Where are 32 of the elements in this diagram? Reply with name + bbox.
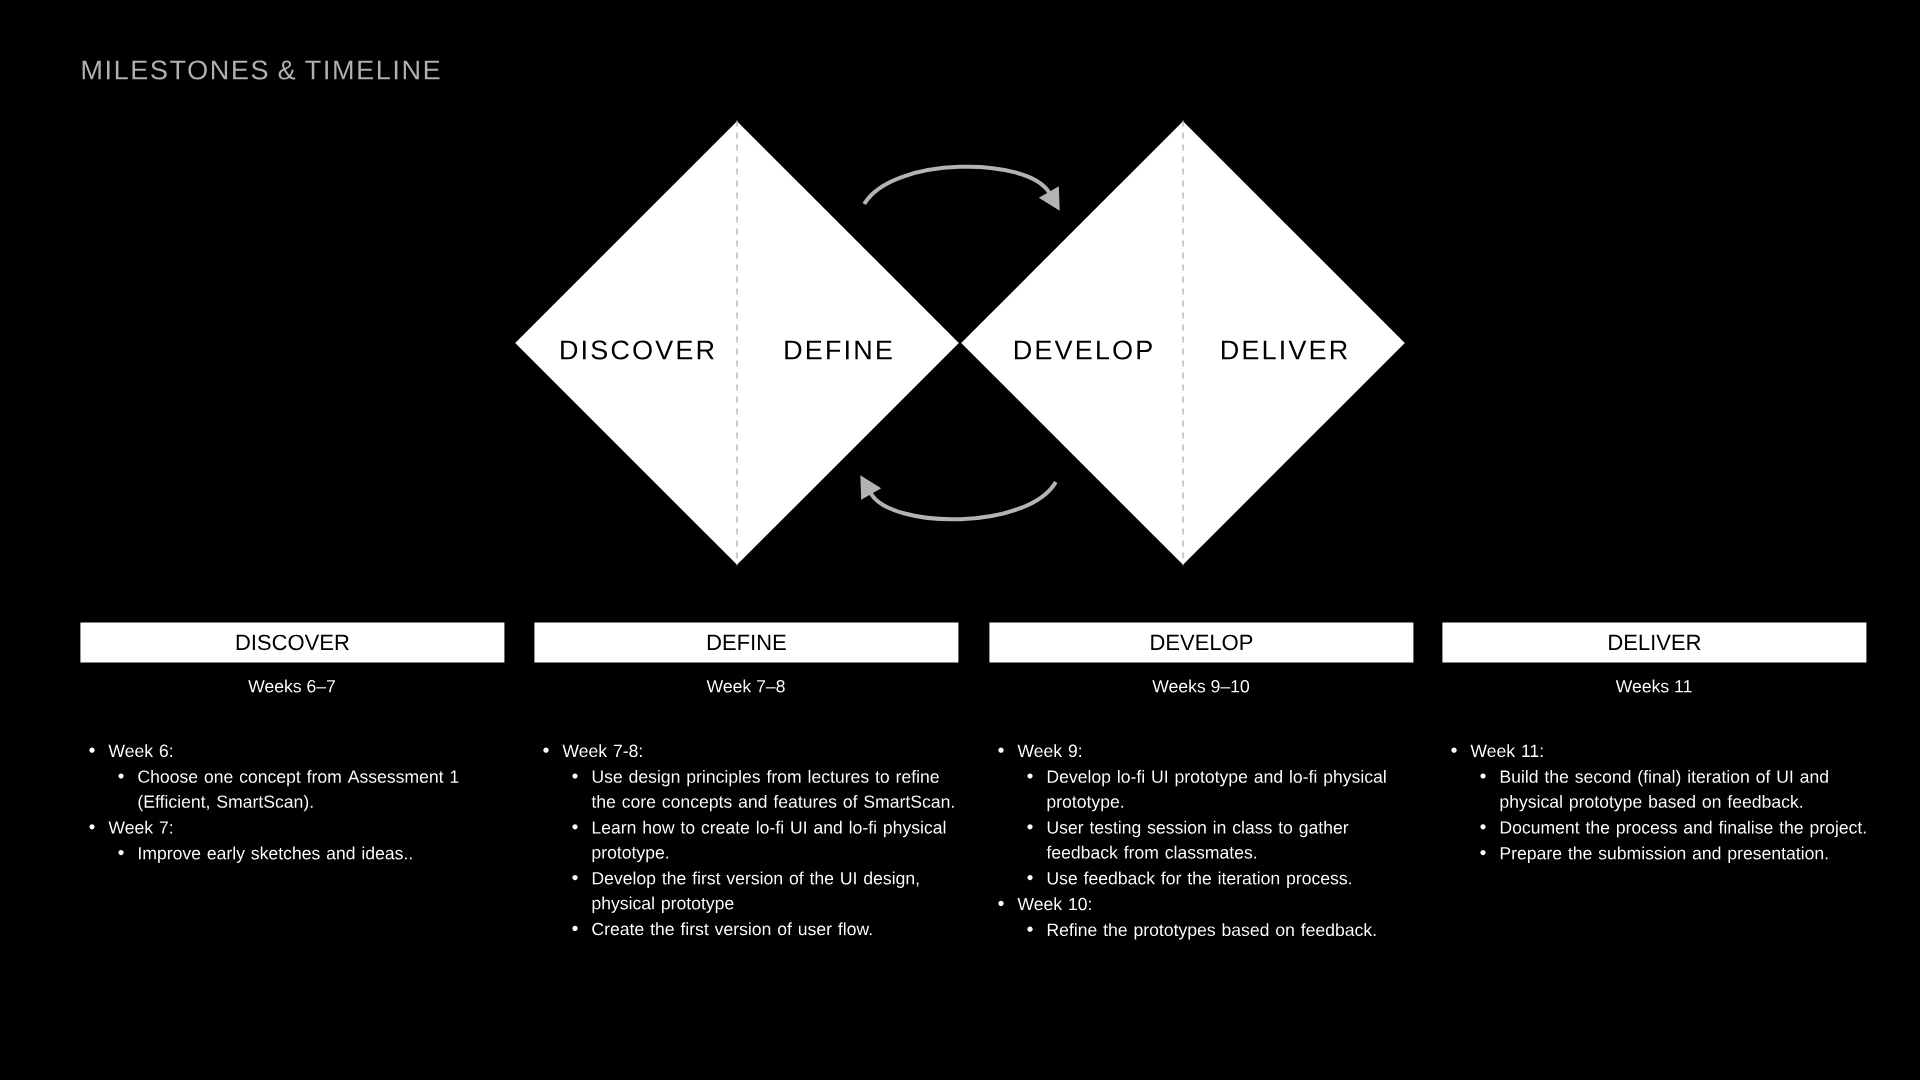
bullet-item: User testing session in class to gather feedback from classmates. bbox=[1027, 820, 1349, 859]
phase-header-box: DELIVER bbox=[1442, 622, 1867, 663]
bullet-item: Choose one concept from Assessment 1 (Efficient, SmartScan). bbox=[118, 769, 459, 812]
phase-label: DEFINE bbox=[785, 340, 892, 360]
bullet-item: Week 7-8: bbox=[543, 744, 642, 758]
bullet-item: Build the second (final) iteration of UI and physical prototype based on feedback. bbox=[1480, 769, 1828, 812]
bullet-item: Develop the first version of the UI design, physical prototype bbox=[572, 871, 919, 913]
phase-header-box: DEVELOP bbox=[989, 622, 1414, 663]
phase-label: DISCOVER bbox=[561, 340, 714, 360]
bullet-item: Develop lo-fi UI prototype and lo-fi physical prototype. bbox=[1027, 769, 1386, 812]
week-range: Weeks 6–7 bbox=[248, 679, 335, 693]
title: MILESTONES & TIMELINE bbox=[82, 60, 440, 80]
bullet-item: Week 11: bbox=[1451, 744, 1543, 758]
phase-label: DELIVER bbox=[1222, 340, 1347, 360]
bullet-item: Create the first version of user flow. bbox=[572, 922, 872, 936]
bullet-item: Week 10: bbox=[998, 897, 1091, 911]
bullet-item: Week 6: bbox=[89, 744, 172, 758]
bullet-item: Refine the prototypes based on feedback. bbox=[1027, 923, 1376, 940]
phase-header-box: DEFINE bbox=[534, 622, 959, 663]
bullet-item: Prepare the submission and presentation. bbox=[1480, 846, 1828, 863]
bullet-item: Improve early sketches and ideas.. bbox=[118, 846, 412, 863]
phase-header-box: DISCOVER bbox=[80, 622, 505, 663]
bullet-item: Week 7: bbox=[89, 820, 172, 834]
week-range: Week 7–8 bbox=[706, 679, 785, 693]
bullet-item: Document the process and finalise the project. bbox=[1480, 820, 1866, 838]
week-range: Weeks 11 bbox=[1615, 679, 1692, 693]
bullet-item: Week 9: bbox=[998, 744, 1081, 758]
phase-label: DEVELOP bbox=[1015, 340, 1152, 360]
bullet-item: Learn how to create lo-fi UI and lo-fi physical prototype. bbox=[572, 820, 946, 863]
bullet-item: Use feedback for the iteration process. bbox=[1027, 871, 1351, 888]
week-range: Weeks 9–10 bbox=[1152, 679, 1250, 693]
bullet-item: Use design principles from lectures to refine the core concepts and features of SmartScan. bbox=[572, 769, 954, 812]
